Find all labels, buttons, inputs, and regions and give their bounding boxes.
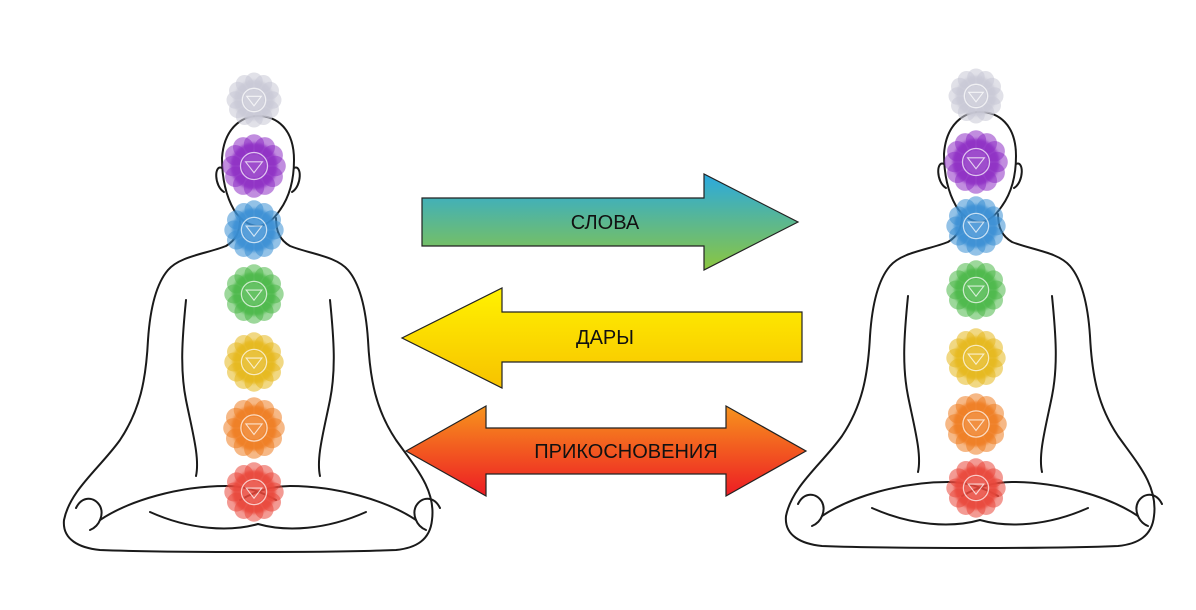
chakra-throat [224, 200, 284, 260]
chakra-third-eye [944, 130, 1008, 194]
words-arrow-shape [421, 173, 800, 271]
chakra-crown [948, 68, 1004, 124]
right-person-figure [784, 68, 1163, 549]
touches-arrow: ПРИКОСНОВЕНИЯ [404, 404, 808, 498]
gifts-arrow: ДАРЫ [400, 287, 803, 389]
chakra-solar-plexus [946, 328, 1006, 388]
gifts-arrow-shape [400, 287, 803, 389]
chakra-sacral [223, 397, 285, 459]
gifts-arrow-label: ДАРЫ [576, 327, 634, 349]
chakra-root [946, 458, 1006, 518]
touches-arrow-shape [404, 404, 808, 498]
chakra-root [224, 462, 284, 522]
words-arrow: СЛОВА [421, 173, 800, 271]
touches-arrow-label: ПРИКОСНОВЕНИЯ [534, 441, 717, 463]
chakra-crown [226, 72, 282, 128]
words-arrow-label: СЛОВА [571, 212, 640, 234]
chakra-solar-plexus [224, 332, 284, 392]
chakra-third-eye [222, 134, 286, 198]
left-person-figure [62, 72, 442, 553]
chakra-sacral [945, 393, 1007, 455]
chakra-heart [224, 264, 284, 324]
chakra-heart [946, 260, 1006, 320]
chakra-throat [946, 196, 1006, 256]
